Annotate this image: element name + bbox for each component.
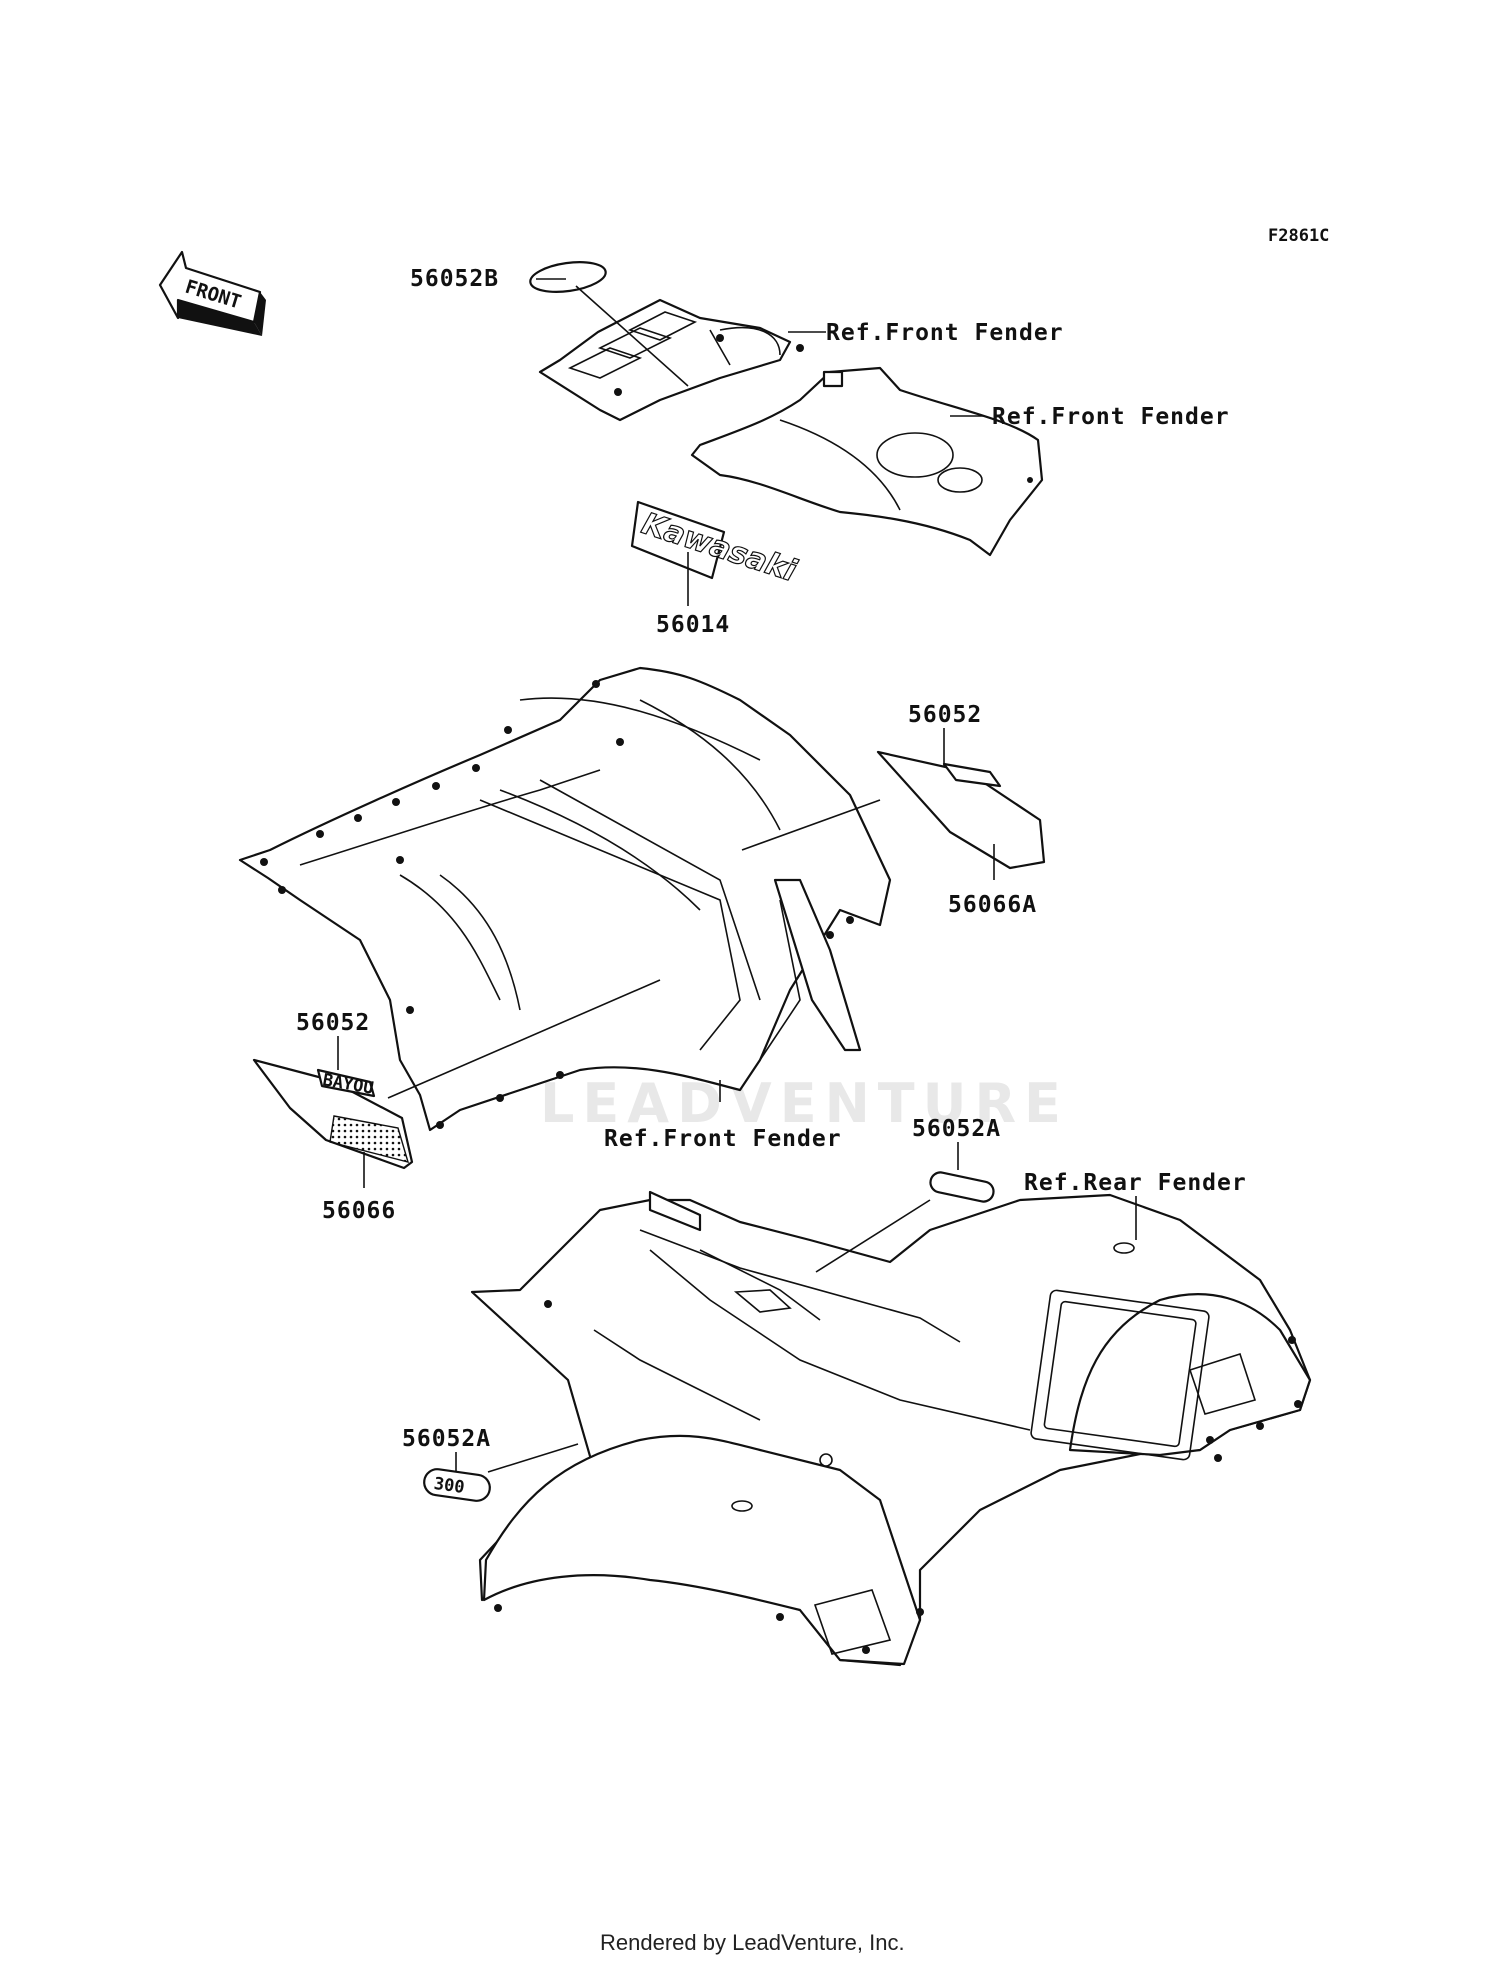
callout-ref-front-fender-2: Ref.Front Fender xyxy=(992,404,1230,430)
callout-56052a-emblem: 56052A xyxy=(402,1426,491,1452)
front-fender-top-panel xyxy=(538,298,804,422)
footer-credit: Rendered by LeadVenture, Inc. xyxy=(600,1930,905,1955)
diagram-code: F2861C xyxy=(1268,226,1329,246)
rear-fender xyxy=(470,1190,1312,1667)
callout-56066: 56066 xyxy=(322,1198,396,1224)
number-emblem-text: 300 xyxy=(433,1474,466,1498)
watermark: LEADVENTURE xyxy=(540,1072,1069,1135)
decal-56014-kawasaki: Kawasaki xyxy=(630,500,802,590)
callouts: 56052B Ref.Front Fender Ref.Front Fender… xyxy=(296,266,1247,1452)
callout-ref-front-fender-3: Ref.Front Fender xyxy=(604,1126,842,1152)
decal-56052b xyxy=(529,261,607,293)
callout-56052-left: 56052 xyxy=(296,1010,370,1036)
callout-56052a-upper: 56052A xyxy=(912,1116,1001,1142)
decal-56066: BAYOU xyxy=(252,1058,414,1170)
callout-56066a: 56066A xyxy=(948,892,1037,918)
decal-56066a xyxy=(876,750,1046,870)
leader-lines xyxy=(337,278,1137,1473)
decal-56052a-emblem: 300 xyxy=(423,1468,491,1502)
decal-56052-upper xyxy=(942,762,1002,788)
callout-56014: 56014 xyxy=(656,612,730,638)
callout-ref-front-fender-1: Ref.Front Fender xyxy=(826,320,1064,346)
callout-ref-rear-fender: Ref.Rear Fender xyxy=(1024,1170,1247,1196)
front-fender-main xyxy=(238,666,892,1132)
front-arrow-icon: FRONT xyxy=(158,250,266,336)
decal-56052a-upper xyxy=(929,1171,995,1203)
decal-56052-badge xyxy=(316,1068,376,1098)
callout-56052b: 56052B xyxy=(410,266,499,292)
front-fender-cowl xyxy=(690,366,1044,557)
callout-56052-upper: 56052 xyxy=(908,702,982,728)
